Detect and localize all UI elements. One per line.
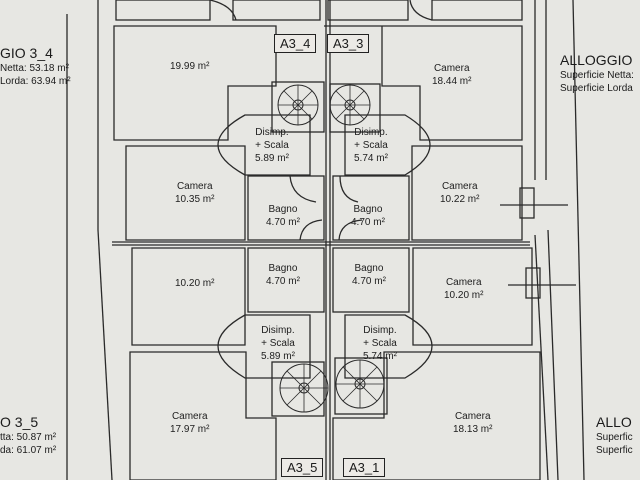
room-name: Disimp. (255, 127, 289, 138)
room-name: Camera (441, 181, 478, 192)
apartment-gross-area: Superfic (596, 445, 633, 456)
room-area: 17.97 m² (170, 424, 210, 435)
room-label: Disimp. + Scala 5.74 m² (354, 126, 388, 165)
room-name: Camera (171, 411, 208, 422)
apartment-summary-right-top: ALLOGGIO Superficie Netta: Superficie Lo… (560, 52, 634, 95)
apartment-summary-right-bottom: ALLO Superfic Superfic (596, 414, 633, 457)
room-name: Bagno (268, 204, 298, 215)
room-label: Camera 10.35 m² (175, 180, 214, 206)
apartment-net-area: Superficie Netta: (560, 70, 634, 81)
apartment-title: O 3_5 (0, 414, 39, 430)
room-label: Camera 10.20 m² (444, 276, 483, 302)
room-label: 10.20 m² (175, 277, 214, 290)
room-area: 18.13 m² (453, 424, 493, 435)
apartment-title: GIO 3_4 (0, 45, 53, 61)
room-name: Camera (176, 181, 213, 192)
apartment-gross-area: Superficie Lorda (560, 83, 633, 94)
apartment-summary-left-bottom: O 3_5 tta: 50.87 m² da: 61.07 m² (0, 414, 56, 457)
apartment-net-area: Superfic (596, 432, 633, 443)
room-name: Bagno (268, 263, 298, 274)
room-label: Disimp. + Scala 5.89 m² (255, 126, 289, 165)
apartment-title: ALLO (596, 414, 632, 430)
room-area: 5.89 m² (255, 153, 289, 164)
unit-tag: A3_5 (281, 458, 324, 477)
room-area: 10.22 m² (440, 194, 480, 205)
room-name: Disimp. (261, 325, 295, 336)
room-area: 4.70 m² (352, 276, 386, 287)
room-area: 10.20 m² (175, 278, 215, 289)
room-label: Camera 17.97 m² (170, 410, 209, 436)
room-name: Camera (454, 411, 491, 422)
room-area: 19.99 m² (170, 61, 210, 72)
room-label: 19.99 m² (170, 60, 209, 73)
room-name: + Scala (261, 338, 295, 349)
room-label: Camera 18.13 m² (453, 410, 492, 436)
room-area: 5.74 m² (363, 351, 397, 362)
apartment-net-area: Netta: 53.18 m² (0, 63, 69, 74)
room-label: Camera 18.44 m² (432, 62, 471, 88)
apartment-title: ALLOGGIO (560, 52, 633, 68)
room-name: + Scala (363, 338, 397, 349)
unit-tag: A3_3 (327, 34, 370, 53)
room-label: Bagno 4.70 m² (352, 262, 386, 288)
room-label: Bagno 4.70 m² (266, 262, 300, 288)
room-name: + Scala (255, 140, 289, 151)
room-label: Camera 10.22 m² (440, 180, 479, 206)
room-area: 4.70 m² (266, 276, 300, 287)
room-area: 5.89 m² (261, 351, 295, 362)
room-area: 4.70 m² (266, 217, 300, 228)
room-name: Bagno (354, 263, 384, 274)
room-label: Bagno 4.70 m² (351, 203, 385, 229)
room-label: Bagno 4.70 m² (266, 203, 300, 229)
room-label: Disimp. + Scala 5.74 m² (363, 324, 397, 363)
room-name: Camera (445, 277, 482, 288)
apartment-net-area: tta: 50.87 m² (0, 432, 57, 443)
unit-tag: A3_1 (343, 458, 386, 477)
apartment-gross-area: Lorda: 63.94 m² (0, 76, 71, 87)
unit-tag: A3_4 (274, 34, 317, 53)
apartment-summary-left-top: GIO 3_4 Netta: 53.18 m² Lorda: 63.94 m² (0, 45, 71, 88)
room-name: + Scala (354, 140, 388, 151)
room-area: 10.20 m² (444, 290, 484, 301)
room-name: Camera (433, 63, 470, 74)
room-area: 10.35 m² (175, 194, 215, 205)
room-name: Disimp. (354, 127, 388, 138)
room-name: Bagno (353, 204, 383, 215)
apartment-gross-area: da: 61.07 m² (0, 445, 57, 456)
room-area: 18.44 m² (432, 76, 472, 87)
room-area: 4.70 m² (351, 217, 385, 228)
room-label: Disimp. + Scala 5.89 m² (261, 324, 295, 363)
room-name: Disimp. (363, 325, 397, 336)
room-area: 5.74 m² (354, 153, 388, 164)
